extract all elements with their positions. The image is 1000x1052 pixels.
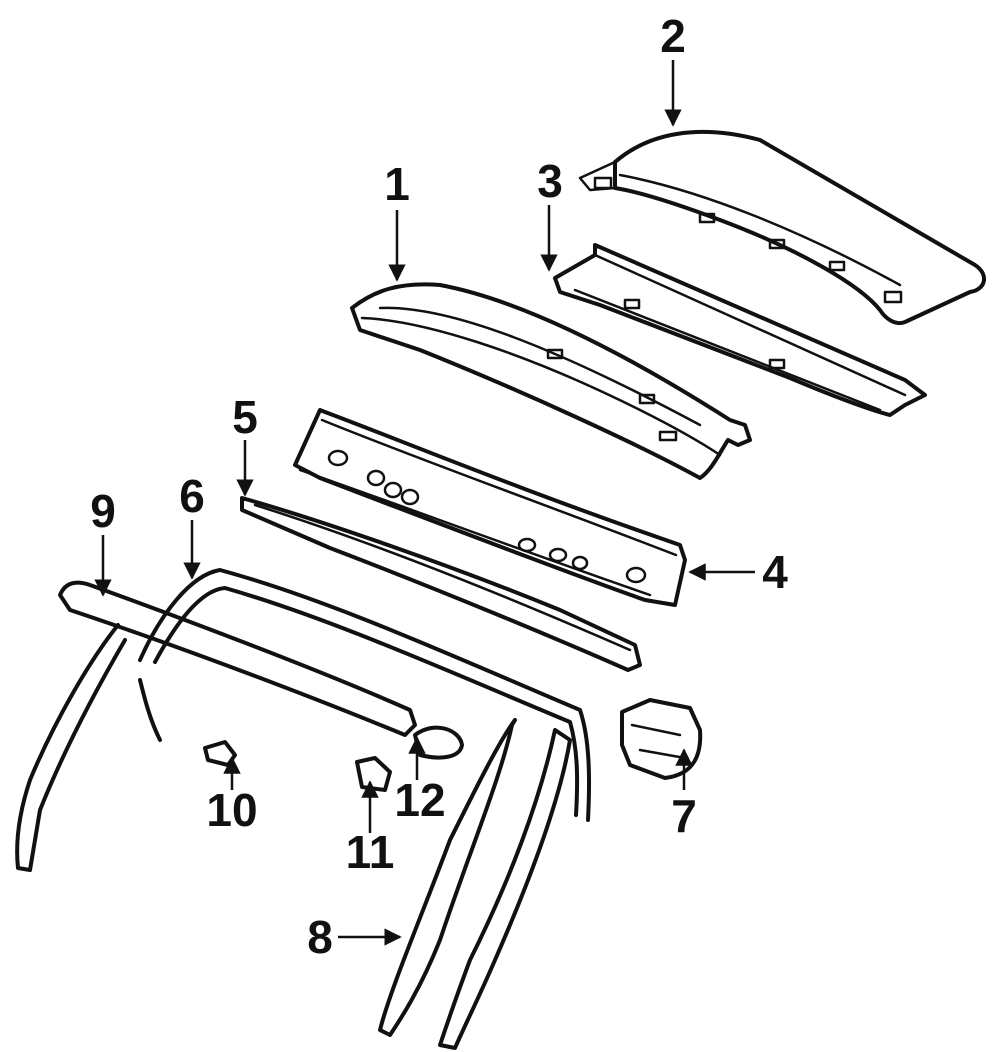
callout-11: 11 — [346, 826, 395, 878]
part-6-header-seal — [138, 568, 592, 822]
part-2-rear-roof-panel — [578, 129, 986, 325]
callout-9: 9 — [90, 485, 116, 537]
callout-labels: 1 2 3 4 5 6 7 8 9 10 11 12 — [90, 10, 788, 963]
part-9-header-weatherstrip — [15, 580, 417, 872]
part-5-retainer-strip — [240, 496, 642, 672]
callout-12: 12 — [394, 774, 445, 826]
callout-3: 3 — [537, 155, 563, 207]
part-11-clip — [355, 756, 392, 792]
part-10-clip — [203, 740, 237, 767]
leader-lines — [94, 60, 755, 946]
part-4-front-header-panel — [293, 408, 687, 607]
callout-7: 7 — [671, 790, 697, 842]
part-7-corner-bracket — [620, 698, 703, 780]
callout-8: 8 — [307, 911, 333, 963]
callout-6: 6 — [179, 470, 205, 522]
callout-10: 10 — [206, 784, 257, 836]
callout-5: 5 — [232, 391, 258, 443]
part-3-rear-header-rail — [553, 243, 927, 417]
callout-2: 2 — [660, 10, 686, 62]
part-12-clip — [413, 725, 464, 760]
callout-1: 1 — [384, 158, 410, 210]
part-1-roof-bow — [350, 282, 752, 480]
callout-4: 4 — [762, 546, 788, 598]
part-8-side-weatherstrip — [378, 718, 572, 1050]
